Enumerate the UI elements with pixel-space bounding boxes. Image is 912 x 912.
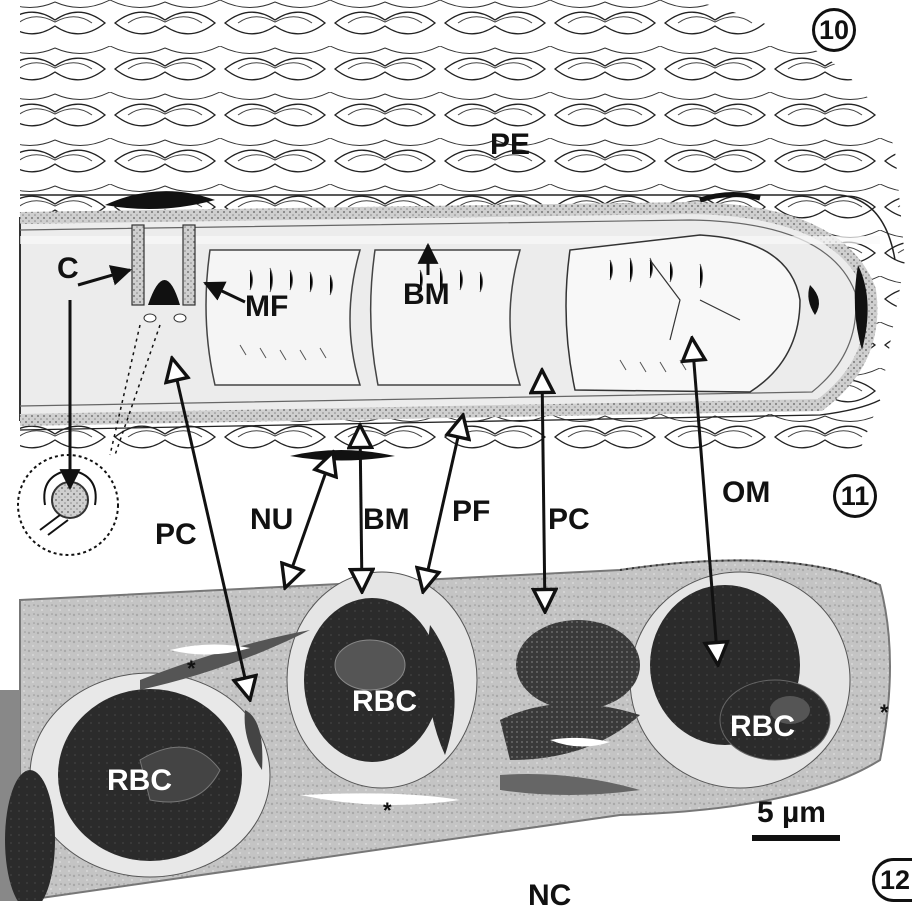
label-microfilaments: MF	[245, 292, 288, 322]
pillar-cell-nucleus	[516, 620, 640, 710]
label-pillar-flange: PF	[452, 497, 490, 527]
pillar-nucleus	[290, 450, 395, 461]
fig10-drawing	[20, 0, 905, 461]
label-pavement-epithelium: PE	[490, 130, 530, 160]
pillar-flange	[20, 236, 880, 244]
outer-marginal-channel	[566, 235, 800, 392]
label-pillar-cell-right: PC	[548, 505, 590, 535]
scale-bar-label: 5 µm	[757, 798, 826, 828]
asterisk-marker: *	[383, 798, 392, 824]
label-outer-marginal-channel: OM	[722, 478, 770, 508]
asterisk-marker: *	[880, 700, 889, 726]
label-nc: NC	[528, 881, 571, 911]
label-nucleus: NU	[250, 505, 293, 535]
asterisk-marker: *	[187, 656, 196, 682]
figure-number-12: 12	[872, 858, 912, 902]
label-rbc-right: RBC	[730, 712, 795, 742]
label-collagen: C	[57, 254, 79, 284]
label-basement-membrane-top: BM	[403, 280, 450, 310]
scale-bar	[752, 835, 840, 841]
label-rbc-left: RBC	[107, 766, 172, 796]
figure-number-11: 11	[833, 474, 877, 518]
pillar-column	[132, 225, 144, 305]
label-basement-membrane-mid: BM	[363, 505, 410, 535]
figure-number-10: 10	[812, 8, 856, 52]
label-rbc-center: RBC	[352, 687, 417, 717]
label-pillar-cell-left: PC	[155, 520, 197, 550]
